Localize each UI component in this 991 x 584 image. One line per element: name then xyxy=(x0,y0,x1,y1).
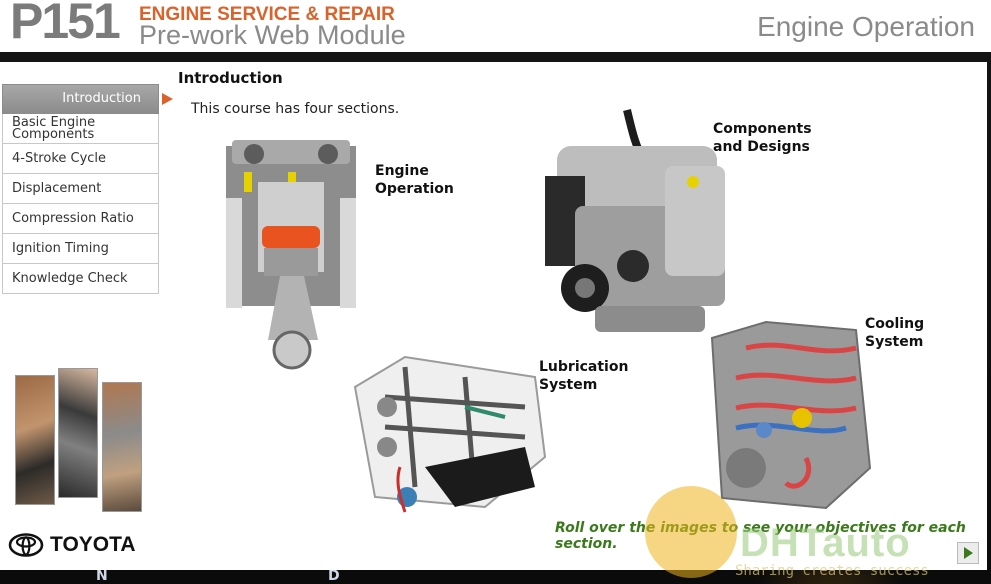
label-lubrication-system: Lubrication System xyxy=(539,359,629,393)
toyota-emblem-icon xyxy=(8,533,44,557)
sidebar-nav: Introduction Basic Engine Components 4-S… xyxy=(2,84,159,294)
nav-item-4-stroke-cycle[interactable]: 4-Stroke Cycle xyxy=(2,144,159,174)
nav-item-basic-engine-components[interactable]: Basic Engine Components xyxy=(2,114,159,144)
engine-operation-image[interactable] xyxy=(222,138,360,370)
watermark-circle xyxy=(645,486,737,578)
course-title-line1: ENGINE SERVICE & REPAIR xyxy=(139,4,395,25)
next-button[interactable] xyxy=(957,542,979,564)
toyota-logo: TOYOTA xyxy=(8,533,136,557)
nav-item-compression-ratio[interactable]: Compression Ratio xyxy=(2,204,159,234)
watermark-logo: DHTauto xyxy=(740,521,911,565)
technician-photo-3 xyxy=(102,382,142,512)
header: P151 ENGINE SERVICE & REPAIR Pre-work We… xyxy=(0,0,991,52)
dashboard-letter-n: N xyxy=(96,568,108,584)
nav-item-displacement[interactable]: Displacement xyxy=(2,174,159,204)
play-arrow-icon xyxy=(963,547,973,559)
toyota-wordmark: TOYOTA xyxy=(50,533,136,556)
technician-photo-2 xyxy=(58,368,98,498)
dashboard-letter-d: D xyxy=(328,568,340,584)
content-panel: Introduction Basic Engine Components 4-S… xyxy=(0,62,987,570)
components-designs-image[interactable] xyxy=(535,106,735,338)
technician-photo-1 xyxy=(15,375,55,505)
nav-current-arrow-icon xyxy=(162,93,173,105)
course-title-line2: Pre-work Web Module xyxy=(139,20,406,50)
intro-text: This course has four sections. xyxy=(191,101,400,117)
cooling-system-image[interactable] xyxy=(706,318,876,513)
label-engine-operation: Engine Operation xyxy=(375,163,454,197)
label-cooling-system: Cooling System xyxy=(865,316,925,350)
label-components-designs: Components and Designs xyxy=(713,121,812,155)
intro-title: Introduction xyxy=(178,69,283,87)
nav-item-knowledge-check[interactable]: Knowledge Check xyxy=(2,264,159,294)
nav-item-ignition-timing[interactable]: Ignition Timing xyxy=(2,234,159,264)
lubrication-system-image[interactable] xyxy=(345,347,550,532)
nav-item-introduction[interactable]: Introduction xyxy=(2,84,159,114)
page-title: Engine Operation xyxy=(757,11,975,42)
watermark-subtitle: Sharing creates success xyxy=(735,563,929,579)
course-code: P151 xyxy=(10,0,121,49)
